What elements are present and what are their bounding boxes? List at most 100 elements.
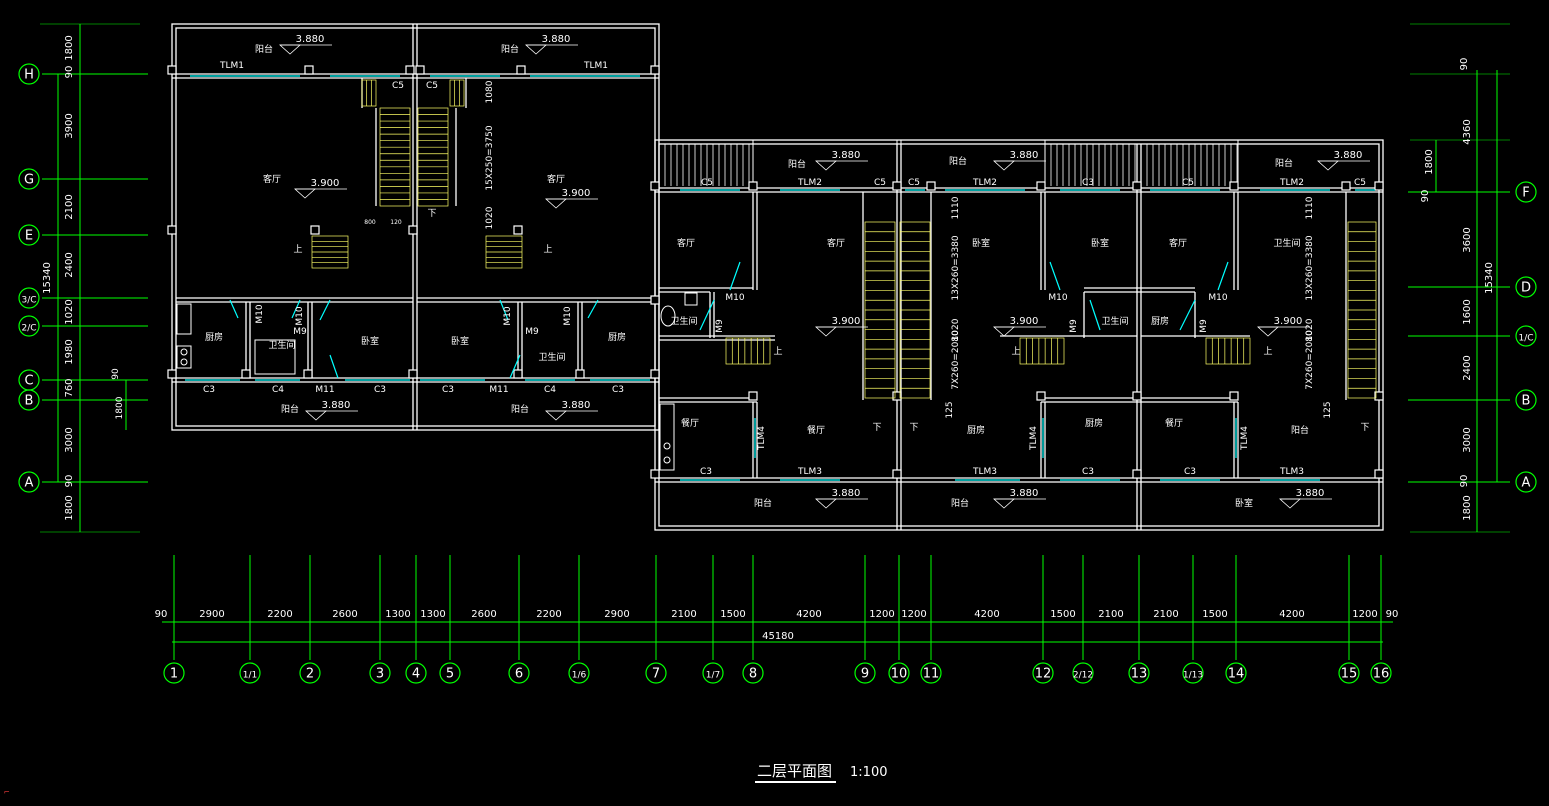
dim-bottom: 1200 xyxy=(869,609,894,620)
opening-tag: C5 xyxy=(1182,178,1194,188)
elevation-mark: 3.880 xyxy=(1278,488,1332,509)
opening-tag: M11 xyxy=(489,385,508,395)
room-label: 卧室 xyxy=(451,335,469,347)
axis-bubble-bottom: 1/6 xyxy=(568,662,590,684)
opening-tag: C5 xyxy=(908,178,920,188)
dim-left: 90 xyxy=(64,66,75,79)
axis-bubble-bottom: 2 xyxy=(299,662,321,684)
elevation-value: 3.900 xyxy=(1010,316,1039,327)
elevation-mark: 3.880 xyxy=(544,400,598,421)
room-label: 卫生间 xyxy=(670,315,697,327)
axis-label: G xyxy=(24,173,34,188)
axis-bubble-bottom: 10 xyxy=(888,662,910,684)
elevation-mark: 3.880 xyxy=(524,34,578,55)
dim-left: 90 xyxy=(64,475,75,488)
axis-bubble-bottom: 13 xyxy=(1128,662,1150,684)
stair-direction: 上 xyxy=(1263,346,1272,357)
stair-note: 1020 xyxy=(485,206,495,229)
axis-label: A xyxy=(25,476,34,491)
elevation-mark: 3.900 xyxy=(293,178,347,199)
elevation-value: 3.880 xyxy=(1334,150,1363,161)
axis-label: D xyxy=(1521,281,1531,296)
room-label: 厨房 xyxy=(205,331,223,343)
annotations: 阳台阳台客厅客厅厨房卫生间卧室卧室卫生间厨房阳台阳台阳台阳台阳台卧室客厅客厅卧室… xyxy=(203,34,1370,509)
drawing-title: 二层平面图 xyxy=(755,762,837,783)
opening-tag: TLM4 xyxy=(1240,426,1250,451)
elevation-mark: 3.900 xyxy=(1256,316,1310,337)
axis-label: 1/7 xyxy=(706,671,720,681)
axis-bubble-bottom: 14 xyxy=(1225,662,1247,684)
dim-right: 90 xyxy=(1459,475,1470,488)
elevation-mark: 3.900 xyxy=(992,316,1046,337)
room-label: 阳台 xyxy=(501,43,519,55)
stair-note: 125 xyxy=(945,401,955,418)
opening-tag: C3 xyxy=(700,467,712,477)
dim-right: 1800 xyxy=(1462,495,1473,520)
axis-label: 1 xyxy=(170,667,178,682)
axis-bubble-bottom: 8 xyxy=(742,662,764,684)
opening-tag: M10 xyxy=(255,304,265,323)
axis-bubble-left: E xyxy=(18,224,40,246)
opening-tag: TLM2 xyxy=(972,178,997,188)
dim-bottom: 1500 xyxy=(720,609,745,620)
dim-bottom: 90 xyxy=(155,609,168,620)
axis-bubble-right: B xyxy=(1515,389,1537,411)
room-label: 阳台 xyxy=(949,155,967,167)
axis-label: 1/C xyxy=(1518,334,1533,344)
room-label: 阳台 xyxy=(255,43,273,55)
axis-bubble-left: A xyxy=(18,471,40,493)
elevation-value: 3.880 xyxy=(1010,150,1039,161)
room-label: 厨房 xyxy=(1151,315,1169,327)
elevation-value: 3.880 xyxy=(562,400,591,411)
room-label: 客厅 xyxy=(263,173,281,185)
dim-bottom: 1300 xyxy=(420,609,445,620)
axis-label: 8 xyxy=(749,667,757,682)
opening-tag: C5 xyxy=(1354,178,1366,188)
stairs xyxy=(311,79,1377,399)
opening-tag: M9 xyxy=(293,327,307,337)
stair-direction: 上 xyxy=(293,244,302,255)
elevation-mark: 3.880 xyxy=(814,150,868,171)
dim-bottom: 2100 xyxy=(1098,609,1123,620)
room-label: 卧室 xyxy=(1235,497,1253,509)
dim-bottom-total: 45180 xyxy=(762,631,794,642)
opening-tag: C5 xyxy=(392,81,404,91)
axis-lines xyxy=(40,23,1510,660)
opening-tag: C3 xyxy=(203,385,215,395)
elevation-mark: 3.880 xyxy=(278,34,332,55)
balcony-hatching xyxy=(664,144,1238,186)
dim-bottom: 1500 xyxy=(1050,609,1075,620)
axis-bubble-right: 1/C xyxy=(1515,325,1537,347)
opening-tag: M9 xyxy=(1199,319,1209,333)
axis-bubble-bottom: 1 xyxy=(163,662,185,684)
dim-right: 1800 xyxy=(1424,149,1435,174)
axis-label: 1/1 xyxy=(243,671,257,681)
room-label: 阳台 xyxy=(788,158,806,170)
elevation-mark: 3.880 xyxy=(304,400,358,421)
stair-note: 13X260=3380 xyxy=(1305,235,1315,301)
axis-label: 3/C xyxy=(21,296,36,306)
dim-bottom: 90 xyxy=(1386,609,1399,620)
opening-tag: M10 xyxy=(725,293,744,303)
room-label: 卧室 xyxy=(1091,237,1109,249)
axis-label: 1/13 xyxy=(1183,671,1203,681)
stair-direction: 下 xyxy=(872,423,881,433)
elevation-value: 3.880 xyxy=(832,488,861,499)
axis-label: 3 xyxy=(376,667,384,682)
elevation-mark: 3.880 xyxy=(992,488,1046,509)
room-label: 客厅 xyxy=(827,237,845,249)
dim-bottom: 2100 xyxy=(671,609,696,620)
axis-bubble-bottom: 1/1 xyxy=(239,662,261,684)
axis-bubble-bottom: 9 xyxy=(854,662,876,684)
axis-label: 16 xyxy=(1373,667,1390,682)
axis-label: 4 xyxy=(412,667,420,682)
dim-bottom: 1300 xyxy=(385,609,410,620)
opening-tag: M11 xyxy=(315,385,334,395)
room-label: 厨房 xyxy=(608,331,626,343)
dimension-lines xyxy=(57,24,1498,643)
dim-left: 1980 xyxy=(64,339,75,364)
stair-note: 7X260=2080 xyxy=(1305,330,1315,390)
room-label: 卧室 xyxy=(361,335,379,347)
